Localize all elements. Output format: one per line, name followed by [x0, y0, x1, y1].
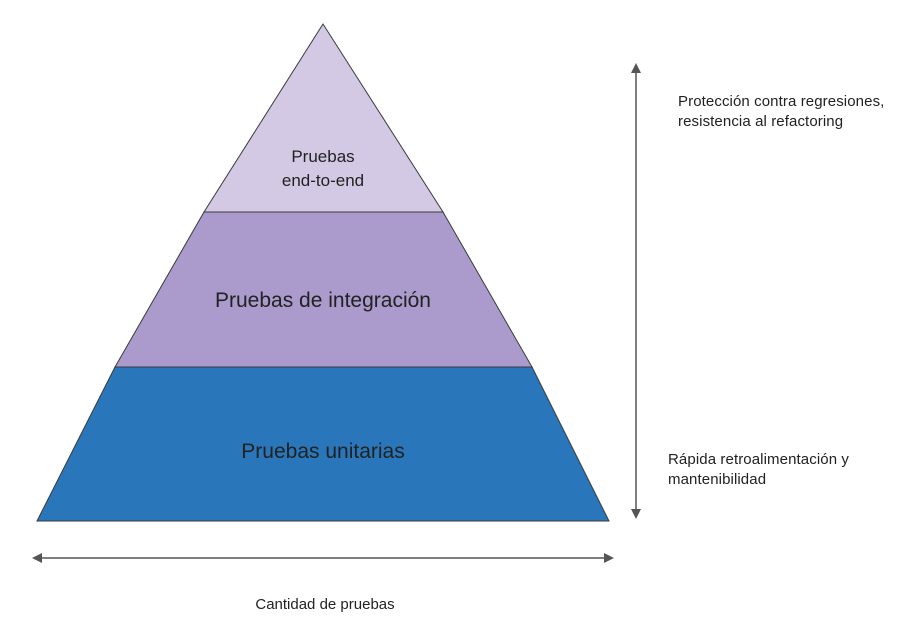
pyramid-layer-unit [36, 366, 610, 522]
fast-feedback-label: Rápida retroalimentación y mantenibilida… [668, 451, 850, 488]
layer-label-integration: Pruebas de integración [215, 289, 431, 312]
test-count-label: Cantidad de pruebas [255, 596, 395, 613]
layer-label-end-to-end-line2: end-to-end [282, 171, 364, 190]
layer-label-end-to-end-line1: Pruebas [291, 147, 354, 166]
regression-protection-label: Protección contra regresiones, resistenc… [678, 93, 885, 130]
layer-label-unit: Pruebas unitarias [241, 440, 404, 463]
